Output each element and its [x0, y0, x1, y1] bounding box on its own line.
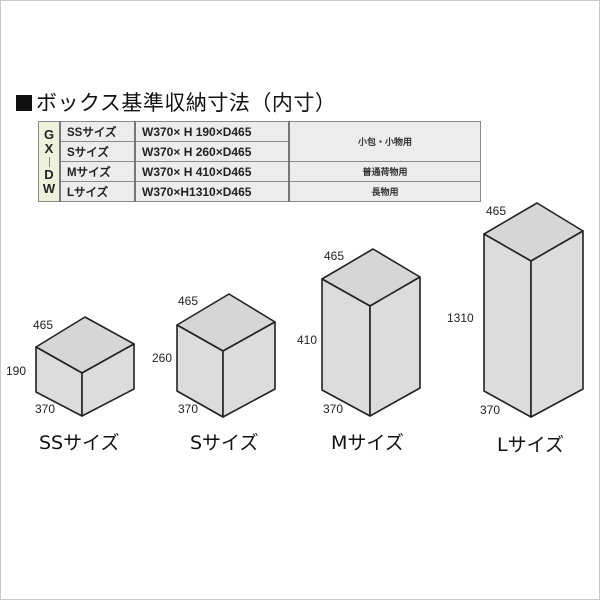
size-spec-table: G X D W SSサイズ W370× H 190×D465 小包・小物用 Sサ…: [38, 121, 481, 202]
table-row: Lサイズ W370×H1310×D465 長物用: [39, 181, 481, 202]
dims-cell: W370× H 260×D465: [134, 141, 290, 162]
l-width-label: 370: [480, 403, 501, 417]
series-label-gx-dw: G X D W: [38, 121, 61, 202]
dims-cell: W370× H 190×D465: [134, 121, 290, 142]
square-bullet-icon: [16, 95, 32, 111]
m-size-caption: Mサイズ: [331, 432, 404, 454]
box-m-illustration: [321, 248, 421, 417]
s-depth-label: 465: [178, 294, 199, 308]
box-ss-illustration: [35, 316, 135, 417]
usage-cell: 小包・小物用: [288, 121, 481, 162]
series-divider: [48, 156, 50, 167]
series-letter: W: [42, 180, 56, 196]
title-text: ボックス基準収納寸法（内寸）: [36, 91, 337, 115]
s-height-label: 260: [152, 351, 173, 365]
s-size-caption: Sサイズ: [190, 432, 259, 454]
box-l-illustration: [483, 202, 584, 418]
size-cell: Lサイズ: [59, 181, 136, 202]
s-width-label: 370: [178, 402, 199, 416]
ss-size-caption: SSサイズ: [39, 432, 120, 454]
table-row: G X D W SSサイズ W370× H 190×D465 小包・小物用: [38, 121, 481, 202]
table-row: Sサイズ W370× H 260×D465: [39, 141, 481, 162]
dims-cell: W370× H 410×D465: [134, 161, 290, 182]
m-depth-label: 465: [324, 249, 345, 263]
m-width-label: 370: [323, 402, 344, 416]
series-letter: D: [44, 166, 54, 182]
l-depth-label: 465: [486, 204, 507, 218]
l-height-label: 1310: [447, 311, 474, 325]
series-letter: G: [43, 126, 55, 142]
usage-cell: 長物用: [288, 181, 481, 202]
ss-width-label: 370: [35, 402, 56, 416]
box-s-illustration: [176, 293, 276, 418]
page-title: ボックス基準収納寸法（内寸）: [16, 87, 336, 117]
size-cell: Sサイズ: [59, 141, 136, 162]
ss-height-label: 190: [6, 364, 27, 378]
dims-cell: W370×H1310×D465: [134, 181, 290, 202]
l-size-caption: Lサイズ: [497, 434, 565, 456]
series-letter: X: [44, 140, 54, 156]
ss-depth-label: 465: [33, 318, 54, 332]
m-height-label: 410: [297, 333, 318, 347]
